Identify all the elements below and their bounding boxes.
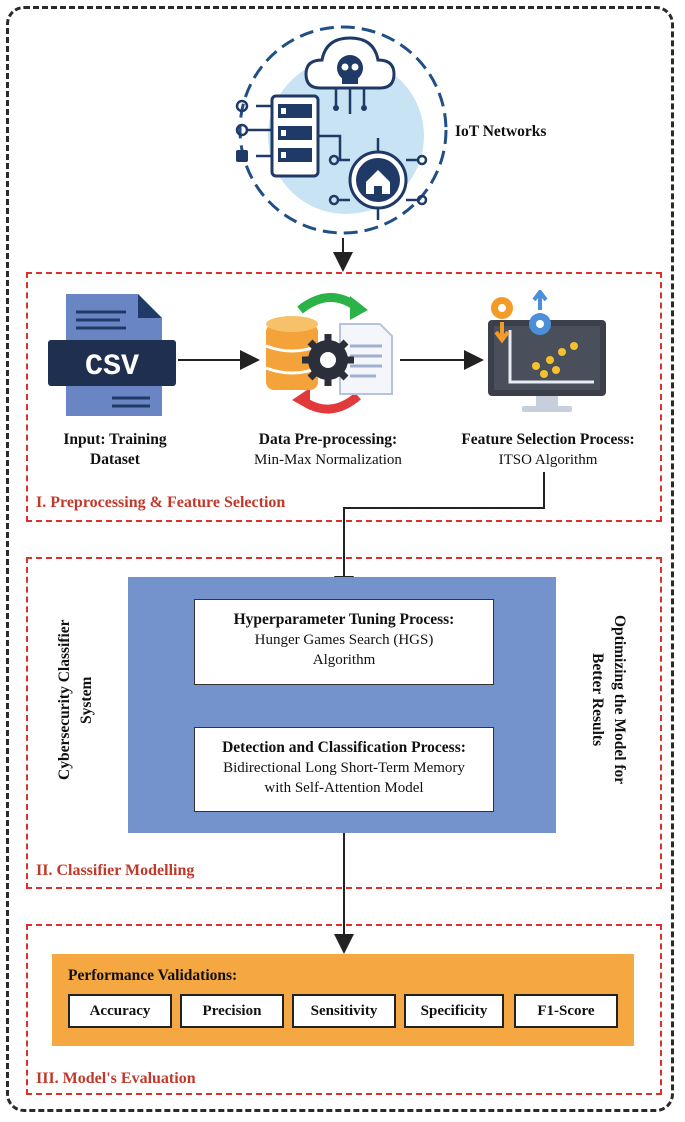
metric-accuracy: Accuracy <box>68 994 172 1028</box>
metric-precision: Precision <box>180 994 284 1028</box>
input-title: Input: Training <box>63 431 167 448</box>
data-preprocessing-icon <box>265 293 393 414</box>
outer-frame <box>6 6 674 1112</box>
classifier-section-title: II. Classifier Modelling <box>36 862 195 879</box>
hp-title: Hyperparameter Tuning Process: <box>233 611 455 628</box>
detection-classification-box: Detection and Classification Process: Bi… <box>194 727 494 812</box>
preprocessing-section <box>26 272 662 522</box>
right-label-line1: Optimizing the Model for <box>611 615 628 785</box>
fs-title: Feature Selection Process: <box>461 431 635 448</box>
evaluation-section-title: III. Model's Evaluation <box>36 1070 196 1087</box>
right-vertical-label: Optimizing the Model for Better Results <box>586 600 630 800</box>
hyperparameter-tuning-box: Hyperparameter Tuning Process: Hunger Ga… <box>194 599 494 685</box>
metric-specificity: Specificity <box>404 994 504 1028</box>
iot-network-icon <box>235 25 448 235</box>
input-subtitle: Dataset <box>90 451 140 468</box>
iot-networks-label: IoT Networks <box>455 123 547 140</box>
dc-title: Detection and Classification Process: <box>222 739 466 756</box>
hp-line1: Hunger Games Search (HGS) <box>254 632 434 648</box>
dc-line2: with Self-Attention Model <box>264 780 424 796</box>
preprocessing-section-title: I. Preprocessing & Feature Selection <box>36 494 286 511</box>
left-label-line2: System <box>78 676 95 724</box>
csv-file-icon: CSV <box>48 294 176 416</box>
metric-f1-score: F1-Score <box>514 994 618 1028</box>
right-label-line2: Better Results <box>589 653 606 747</box>
arrow-fs-to-hyperparameter <box>334 472 545 596</box>
evaluation-section <box>26 924 662 1095</box>
prep-subtitle: Min-Max Normalization <box>254 452 402 468</box>
dc-line1: Bidirectional Long Short-Term Memory <box>223 760 465 776</box>
prep-title: Data Pre-processing: <box>258 431 398 448</box>
feature-selection-monitor-icon <box>488 290 606 412</box>
fs-subtitle: ITSO Algorithm <box>498 452 598 468</box>
metric-sensitivity: Sensitivity <box>292 994 396 1028</box>
perf-title: Performance Validations: <box>68 967 238 984</box>
classifier-section <box>26 557 662 889</box>
left-vertical-label: Cybersecurity Classifier System <box>54 600 98 800</box>
left-label-line1: Cybersecurity Classifier <box>56 619 73 781</box>
csv-label: CSV <box>85 350 139 384</box>
hp-line2: Algorithm <box>312 652 376 668</box>
